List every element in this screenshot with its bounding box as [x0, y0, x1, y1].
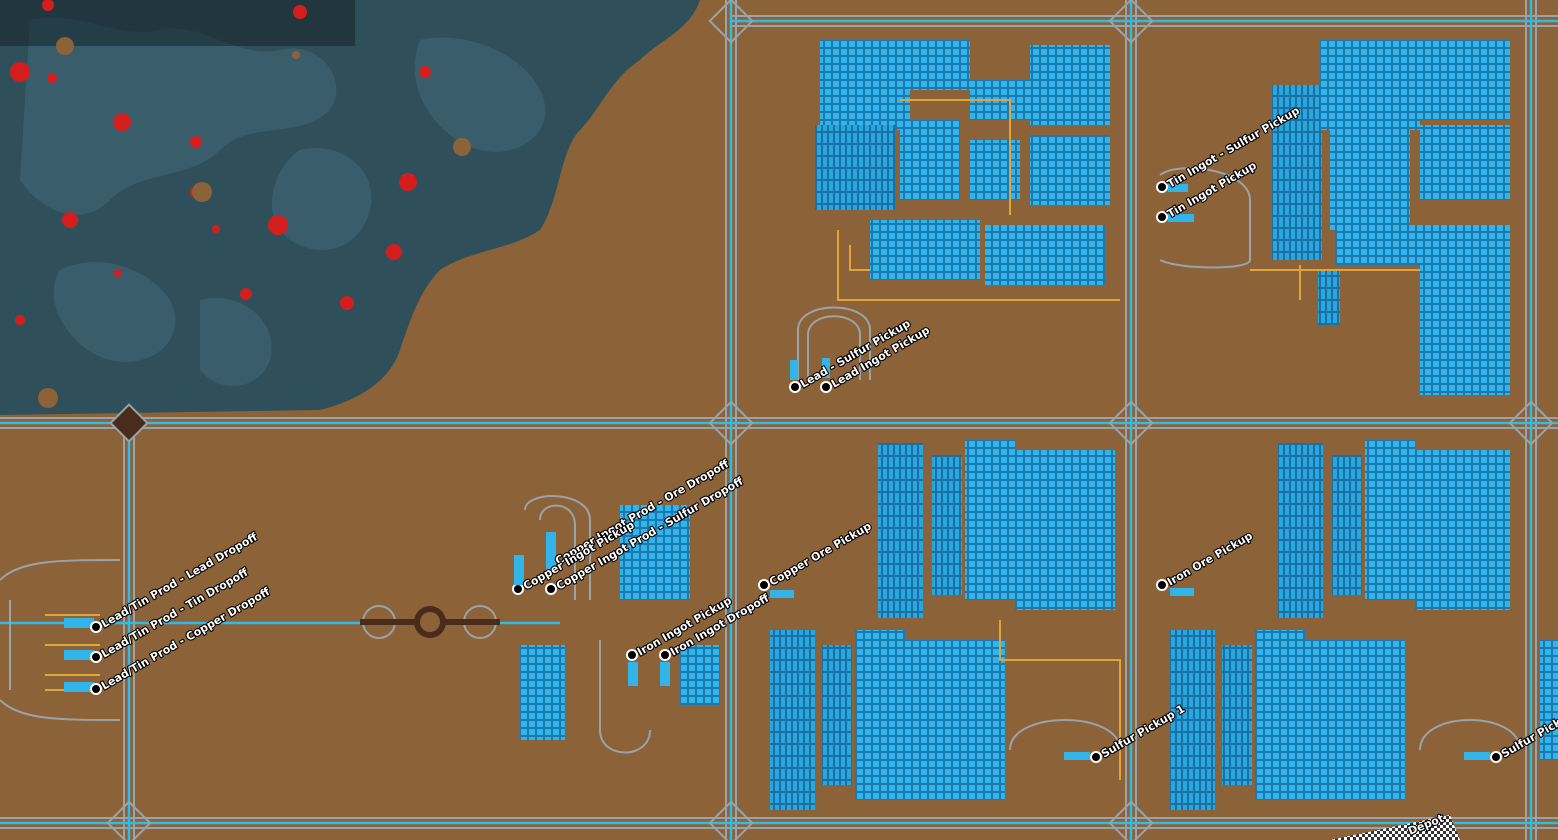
factory-block-top-middle: [815, 40, 1120, 301]
crossing-hub: [420, 612, 440, 632]
ground-islands: [38, 37, 471, 408]
factory-block-bottom-right: [1170, 440, 1558, 810]
station-rail-loops: [797, 167, 1521, 751]
rail-junctions: [106, 0, 1554, 840]
factory-block-bottom-middle: [770, 440, 1121, 810]
water-shallows: [20, 17, 546, 387]
dark-junction: [109, 403, 149, 443]
factory-block-top-right: [1250, 40, 1510, 395]
factory-block-bottom-left: [520, 495, 720, 754]
station-pads: [514, 184, 1490, 760]
depot-area: [1330, 815, 1460, 840]
station-markers: [90, 181, 1502, 763]
